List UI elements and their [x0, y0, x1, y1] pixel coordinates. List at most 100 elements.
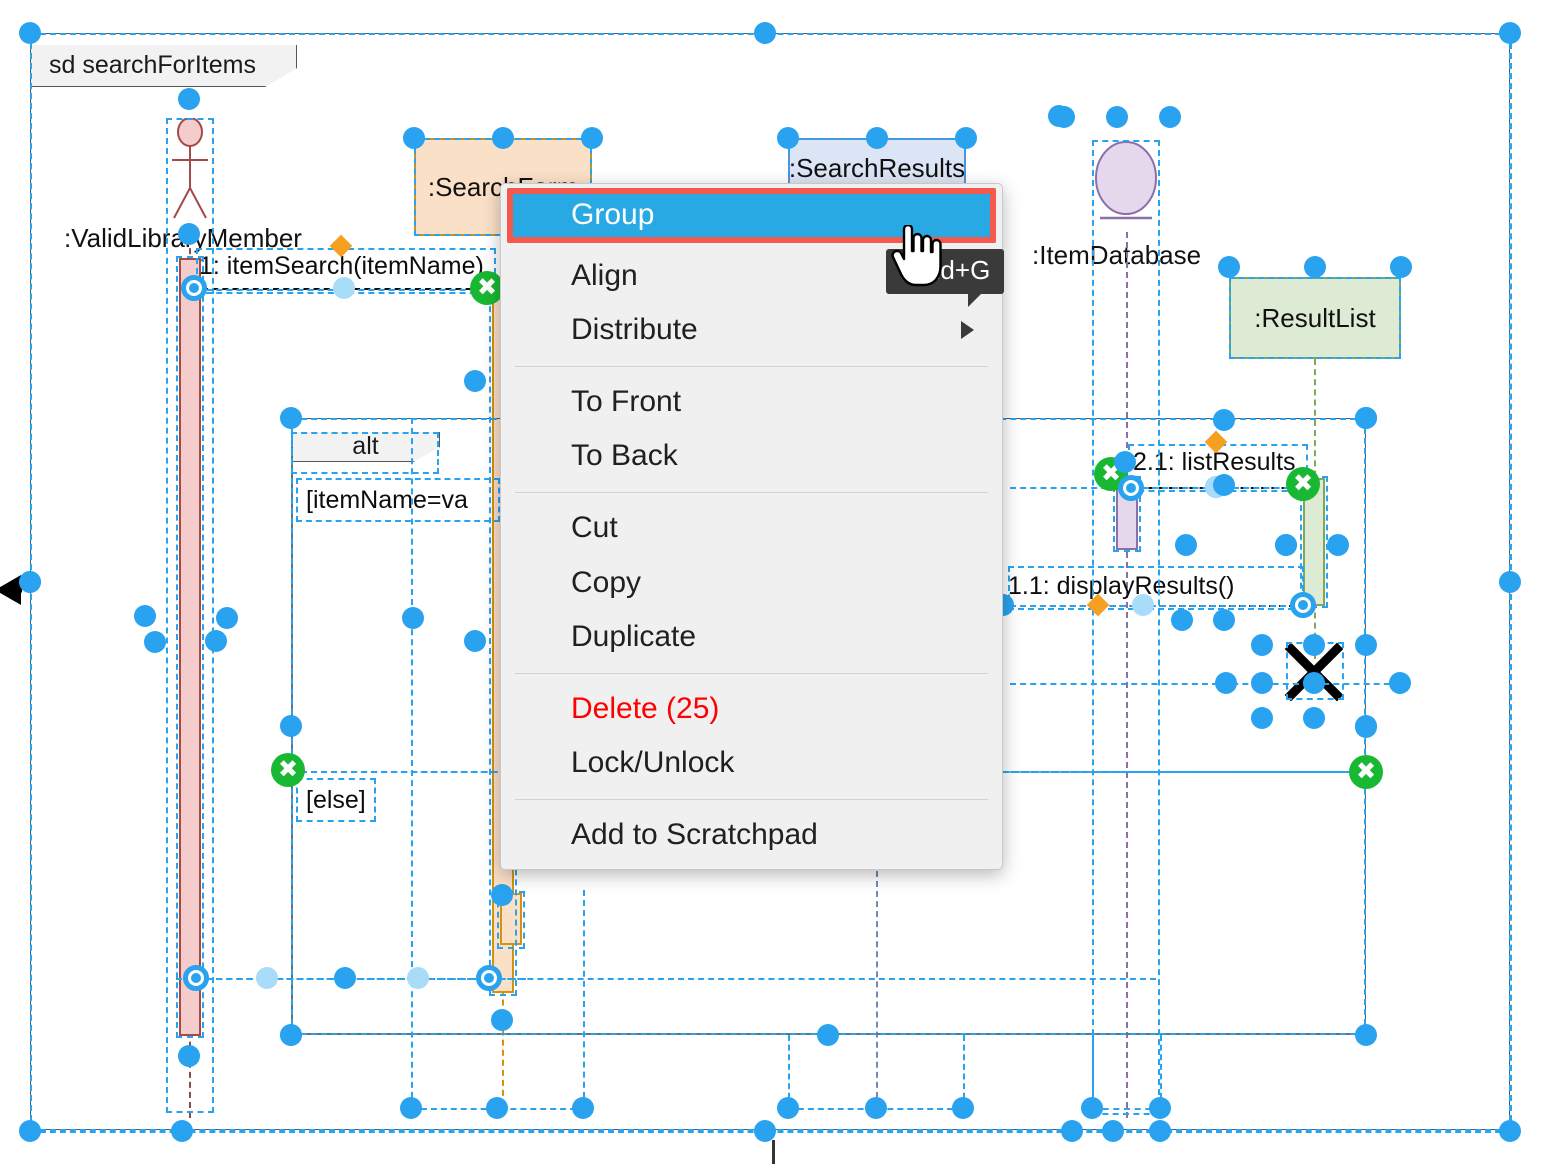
menu-item-lock-unlock[interactable]: Lock/Unlock [501, 736, 1002, 791]
resize-handle[interactable] [1304, 256, 1326, 278]
lifeline-head-resultlist[interactable]: :ResultList [1229, 277, 1401, 359]
connection-marker-green-x-5[interactable]: ✖ [1349, 755, 1383, 789]
resize-handle[interactable] [134, 605, 156, 627]
resize-handle[interactable] [1159, 106, 1181, 128]
menu-item-delete[interactable]: Delete (25) [501, 682, 1002, 737]
context-menu[interactable]: Group Align Distribute To Front To Back … [500, 183, 1003, 870]
resize-handle[interactable] [1389, 672, 1411, 694]
resize-handle[interactable] [754, 1120, 776, 1142]
resize-handle[interactable] [464, 370, 486, 392]
resize-handle[interactable] [777, 127, 799, 149]
resize-handle[interactable] [205, 630, 227, 652]
resize-handle[interactable] [178, 223, 200, 245]
lifeline-head-itemdatabase[interactable] [1094, 140, 1158, 232]
resize-handle[interactable] [400, 1097, 422, 1119]
rotate-handle-5[interactable] [476, 965, 502, 991]
resize-handle[interactable] [492, 127, 514, 149]
resize-handle[interactable] [19, 22, 41, 44]
resize-handle[interactable] [1149, 1120, 1171, 1142]
menu-item-to-front[interactable]: To Front [501, 375, 1002, 430]
resize-handle[interactable] [1215, 672, 1237, 694]
midpoint-handle[interactable] [333, 277, 355, 299]
activation-validlibrarymember[interactable] [179, 258, 201, 1036]
menu-item-to-back[interactable]: To Back [501, 429, 1002, 484]
resize-handle[interactable] [19, 1120, 41, 1142]
resize-handle[interactable] [1251, 672, 1273, 694]
resize-handle[interactable] [334, 967, 356, 989]
resize-handle[interactable] [280, 407, 302, 429]
resize-handle[interactable] [1275, 534, 1297, 556]
resize-handle[interactable] [178, 88, 200, 110]
resize-handle[interactable] [1114, 451, 1136, 473]
resize-handle[interactable] [280, 715, 302, 737]
resize-handle[interactable] [1303, 707, 1325, 729]
resize-handle[interactable] [402, 607, 424, 629]
resize-handle[interactable] [491, 1009, 513, 1031]
menu-item-cut[interactable]: Cut [501, 501, 1002, 556]
menu-item-group[interactable]: Group [507, 188, 996, 243]
midpoint-handle[interactable] [407, 967, 429, 989]
rotate-handle-3[interactable] [1290, 592, 1316, 618]
resize-handle[interactable] [280, 1024, 302, 1046]
connection-marker-green-x-4[interactable]: ✖ [271, 753, 305, 787]
menu-item-copy[interactable]: Copy [501, 556, 1002, 611]
resize-handle[interactable] [1213, 609, 1235, 631]
resize-handle[interactable] [572, 1097, 594, 1119]
resize-handle[interactable] [1218, 256, 1240, 278]
resize-handle[interactable] [1355, 407, 1377, 429]
resize-handle[interactable] [178, 1045, 200, 1067]
message-label-21: 2.1: listResults [1133, 448, 1296, 476]
resize-handle[interactable] [1327, 534, 1349, 556]
resize-handle[interactable] [1499, 22, 1521, 44]
resize-handle[interactable] [777, 1097, 799, 1119]
rotate-handle-1[interactable] [181, 275, 207, 301]
resize-handle[interactable] [1102, 1120, 1124, 1142]
resize-handle[interactable] [1213, 474, 1235, 496]
resize-handle[interactable] [817, 1024, 839, 1046]
resize-handle[interactable] [171, 1120, 193, 1142]
midpoint-handle[interactable] [1132, 594, 1154, 616]
resize-handle[interactable] [19, 571, 41, 593]
resize-handle[interactable] [1251, 634, 1273, 656]
resize-handle[interactable] [1081, 1097, 1103, 1119]
midpoint-handle[interactable] [256, 967, 278, 989]
menu-item-duplicate[interactable]: Duplicate [501, 610, 1002, 665]
resize-handle[interactable] [216, 607, 238, 629]
rotate-handle-2[interactable] [1118, 475, 1144, 501]
resize-handle[interactable] [1390, 256, 1412, 278]
resize-handle[interactable] [1213, 409, 1235, 431]
menu-item-distribute[interactable]: Distribute [501, 303, 1002, 358]
resize-handle[interactable] [1106, 106, 1128, 128]
resize-handle[interactable] [1355, 716, 1377, 738]
resize-handle[interactable] [1149, 1097, 1171, 1119]
resize-handle[interactable] [1499, 571, 1521, 593]
resize-handle[interactable] [403, 127, 425, 149]
resize-handle[interactable] [1499, 1120, 1521, 1142]
resize-handle[interactable] [1303, 634, 1325, 656]
resize-handle[interactable] [144, 631, 166, 653]
resize-handle[interactable] [1175, 534, 1197, 556]
resize-handle[interactable] [952, 1097, 974, 1119]
resize-handle[interactable] [1303, 672, 1325, 694]
resize-handle[interactable] [955, 127, 977, 149]
resize-handle[interactable] [1061, 1120, 1083, 1142]
resize-handle[interactable] [1355, 634, 1377, 656]
resize-handle[interactable] [1171, 609, 1193, 631]
resize-handle[interactable] [491, 884, 513, 906]
connection-marker-green-x-1[interactable]: ✖ [470, 271, 504, 305]
resize-handle[interactable] [1251, 707, 1273, 729]
resize-handle[interactable] [866, 127, 888, 149]
resize-handle[interactable] [754, 22, 776, 44]
lifeline-dash-itemdatabase[interactable] [1126, 232, 1128, 1118]
resize-handle[interactable] [464, 630, 486, 652]
lifeline-head-validlibrarymember[interactable] [166, 118, 214, 228]
resize-handle[interactable] [1355, 1024, 1377, 1046]
connection-marker-green-x-3[interactable]: ✖ [1286, 467, 1320, 501]
resize-handle[interactable] [865, 1097, 887, 1119]
resize-handle[interactable] [581, 127, 603, 149]
resize-handle[interactable] [1048, 105, 1070, 127]
menu-item-add-to-scratchpad[interactable]: Add to Scratchpad [501, 808, 1002, 863]
resize-handle[interactable] [486, 1097, 508, 1119]
rotate-handle-4[interactable] [183, 965, 209, 991]
